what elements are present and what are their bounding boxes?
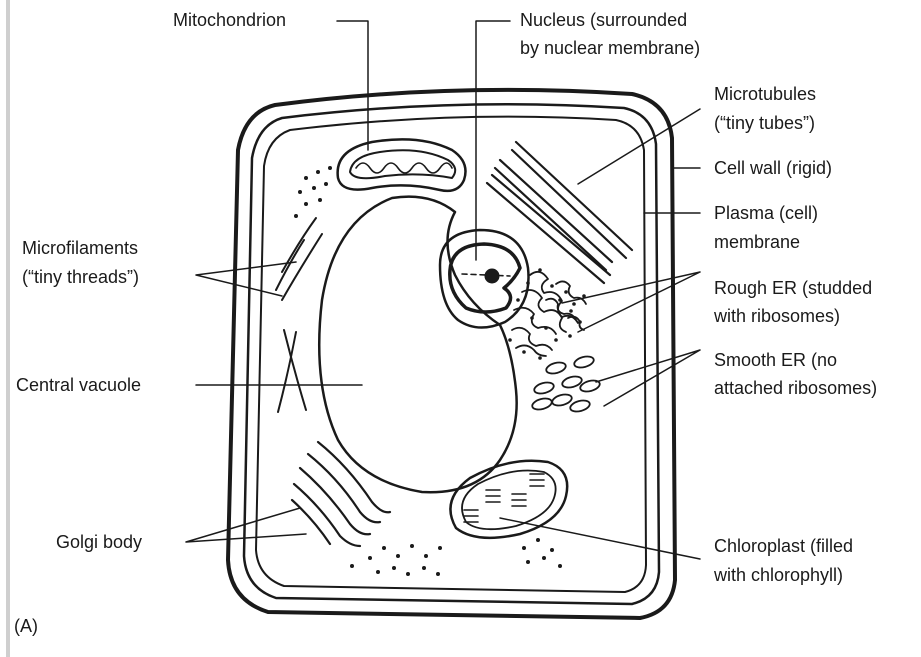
label-rough-er-line2: with ribosomes) — [714, 302, 840, 331]
label-nucleus-line1: Nucleus (surrounded — [520, 6, 687, 35]
central-vacuole — [319, 197, 516, 493]
label-chloroplast-line1: Chloroplast (filled — [714, 532, 853, 561]
label-microtubules-line1: Microtubules — [714, 80, 816, 109]
label-plasma-line2: membrane — [714, 228, 800, 257]
label-cell-wall: Cell wall (rigid) — [714, 154, 832, 183]
label-rough-er-line1: Rough ER (studded — [714, 274, 872, 303]
label-smooth-er-line2: attached ribosomes) — [714, 374, 877, 403]
leader-microtubules — [578, 109, 700, 184]
mitochondrion — [338, 139, 466, 191]
golgi-body — [292, 442, 390, 546]
rough-er — [512, 272, 586, 356]
mitochondrion-cristae — [356, 163, 452, 173]
cell-wall-outer — [228, 90, 675, 618]
label-plasma-line1: Plasma (cell) — [714, 199, 818, 228]
label-nucleus-line2: by nuclear membrane) — [520, 34, 700, 63]
microfilaments — [276, 218, 322, 412]
label-central-vacuole: Central vacuole — [16, 371, 141, 400]
label-microfilaments-line2: (“tiny threads”) — [22, 263, 139, 292]
leader-nucleus — [476, 21, 510, 260]
label-microtubules-line2: (“tiny tubes”) — [714, 109, 815, 138]
label-smooth-er-line1: Smooth ER (no — [714, 346, 837, 375]
label-chloroplast-line2: with chlorophyll) — [714, 561, 843, 590]
microtubule-3 — [487, 175, 610, 283]
leader-mitochondrion — [337, 21, 368, 150]
nucleolus — [485, 269, 499, 283]
smooth-er — [531, 355, 601, 414]
leader-smooth-er — [596, 350, 700, 406]
cytoplasm-granules — [294, 166, 562, 576]
leader-chloroplast — [500, 518, 700, 559]
leader-rough-er — [562, 272, 700, 332]
label-golgi-body: Golgi body — [56, 528, 142, 557]
label-panel: (A) — [14, 612, 38, 641]
label-microfilaments-line1: Microfilaments — [22, 234, 138, 263]
label-mitochondrion: Mitochondrion — [173, 6, 286, 35]
